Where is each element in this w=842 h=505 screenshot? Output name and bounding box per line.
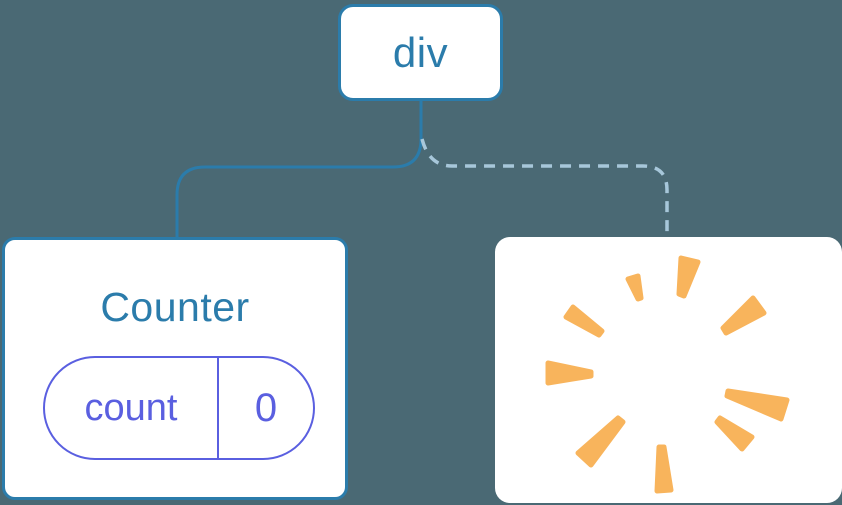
poof-ray bbox=[676, 255, 701, 299]
state-badge: count 0 bbox=[43, 356, 315, 460]
state-key-label: count bbox=[84, 387, 178, 429]
poof-ray bbox=[545, 360, 594, 386]
tree-node-div: div bbox=[338, 4, 503, 101]
poof-ray bbox=[575, 415, 626, 468]
counter-node-title: Counter bbox=[100, 284, 250, 330]
poof-ray bbox=[563, 304, 605, 338]
dashed-connector-line bbox=[420, 138, 669, 236]
poof-ray bbox=[714, 415, 755, 452]
poof-ray bbox=[654, 444, 674, 494]
root-node-label: div bbox=[392, 28, 449, 76]
poof-ray bbox=[724, 388, 790, 422]
poof-ray bbox=[625, 273, 644, 302]
state-pill-divider bbox=[217, 358, 219, 458]
tree-node-removed bbox=[495, 237, 842, 503]
solid-connector-line bbox=[175, 101, 423, 238]
tree-node-counter: Counter count 0 bbox=[2, 237, 348, 500]
state-value-label: 0 bbox=[254, 386, 278, 430]
poof-ray bbox=[720, 295, 767, 336]
poof-icon bbox=[545, 255, 790, 494]
